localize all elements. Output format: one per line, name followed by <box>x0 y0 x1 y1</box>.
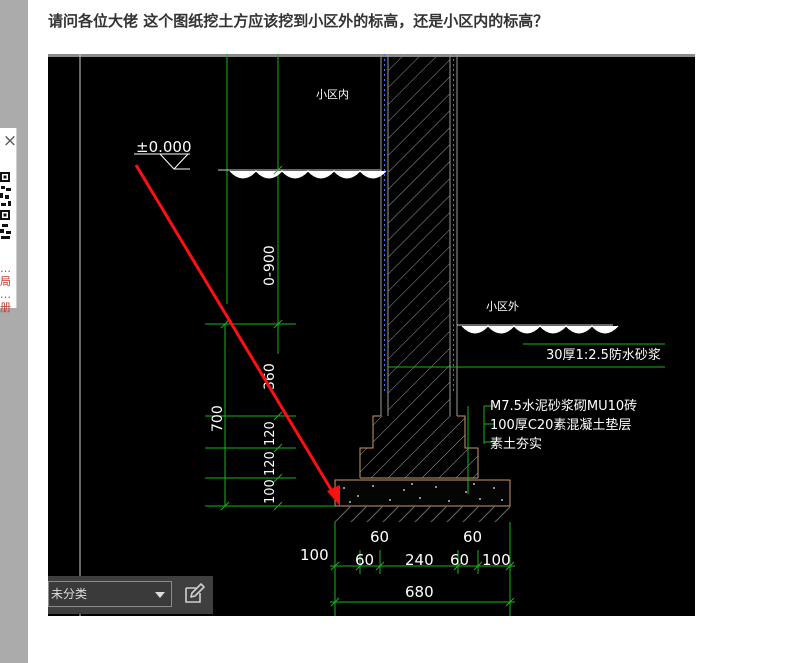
edit-icon[interactable] <box>182 582 206 606</box>
category-select[interactable]: 未分类 <box>48 581 172 607</box>
dim-60-b: 60 <box>450 551 469 569</box>
elevation-label: ±0.000 <box>136 138 192 156</box>
note-brick: M7.5水泥砂浆砌MU10砖 <box>490 399 637 414</box>
annotation-arrowhead <box>327 485 340 506</box>
dim-680: 680 <box>405 583 434 601</box>
note-concrete: 100厚C20素混凝土垫层 <box>490 417 631 433</box>
qr-code-icon <box>0 170 12 244</box>
close-icon[interactable]: × <box>2 131 18 151</box>
dim-60-upper-left: 60 <box>370 528 389 546</box>
dim-100-bottom-left: 100 <box>300 546 329 564</box>
side-panel-text: …局 …册 <box>0 262 11 314</box>
outside-label: 小区外 <box>486 300 519 313</box>
dim-120a: 120 <box>263 421 278 446</box>
dim-100-right: 100 <box>482 551 511 569</box>
note-waterproof: 30厚1:2.5防水砂浆 <box>546 347 661 363</box>
dim-100-left: 100 <box>263 479 278 504</box>
dim-700: 700 <box>210 405 226 432</box>
question-title: 请问各位大佬 这个图纸挖土方应该挖到小区外的标高，还是小区内的标高？ <box>48 12 549 30</box>
dim-240: 240 <box>405 551 434 569</box>
dim-60-upper-right: 60 <box>463 528 482 546</box>
dim-0-900: 0-900 <box>262 245 278 286</box>
dim-120b: 120 <box>263 451 278 476</box>
chevron-down-icon <box>155 592 165 598</box>
inside-label: 小区内 <box>316 87 349 101</box>
annotation-arrow <box>134 164 337 497</box>
note-soil: 素土夯实 <box>490 437 542 452</box>
dim-60-a: 60 <box>355 551 374 569</box>
category-select-value: 未分类 <box>51 587 88 601</box>
cad-drawing-image: ±0.000 小区内 小区外 30厚1:2.5防水砂浆 M7.5水泥砂浆砌MU1… <box>48 54 695 616</box>
